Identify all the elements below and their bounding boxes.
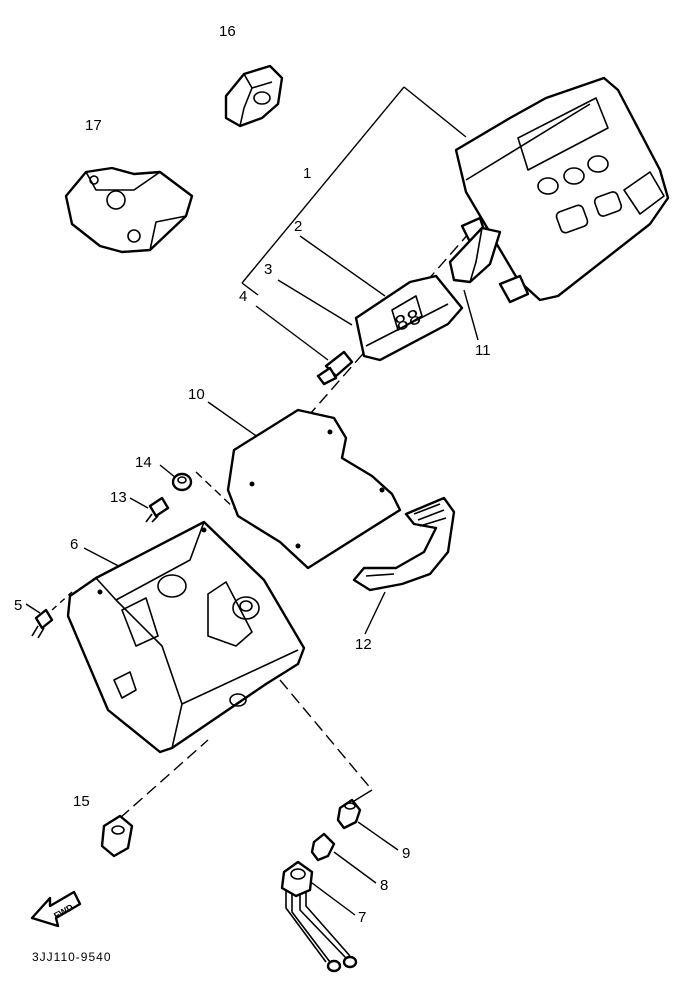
callout-1: 1: [303, 165, 312, 182]
part-12-ribbon-cable: [352, 496, 456, 592]
part-7-socket-wires: [280, 860, 358, 973]
callout-14: 14: [135, 454, 152, 471]
callout-8: 8: [380, 877, 389, 894]
part-10-circuit-board: [226, 408, 402, 570]
callout-2: 2: [294, 218, 303, 235]
part-2-4-lcd-module: 88: [316, 274, 464, 386]
part-17-bracket: [64, 166, 194, 254]
callout-17: 17: [85, 117, 102, 134]
callout-13: 13: [110, 489, 127, 506]
part-9-grommet: [336, 798, 362, 830]
part-5-screw: [31, 608, 54, 639]
callout-10: 10: [188, 386, 205, 403]
callout-12: 12: [355, 636, 372, 653]
part-13-screw: [145, 496, 170, 523]
callout-5: 5: [14, 597, 23, 614]
part-8-bulb: [310, 832, 336, 862]
callout-6: 6: [70, 536, 79, 553]
part-16-grommet: [224, 64, 284, 128]
callout-9: 9: [402, 845, 411, 862]
callout-7: 7: [358, 909, 367, 926]
callout-16: 16: [219, 23, 236, 40]
part-6-meter-case: [66, 520, 306, 754]
part-1-meter-assembly: [454, 76, 670, 304]
part-15-grommet: [100, 814, 134, 858]
callout-3: 3: [264, 261, 273, 278]
callout-11: 11: [475, 342, 491, 359]
diagram-code: 3JJ110-9540: [32, 950, 112, 964]
callout-4: 4: [239, 288, 248, 305]
part-14-grommet: [171, 472, 193, 492]
callout-15: 15: [73, 793, 90, 810]
part-11-connector: [448, 226, 502, 284]
forward-direction-arrow-icon: FWD: [30, 890, 82, 928]
